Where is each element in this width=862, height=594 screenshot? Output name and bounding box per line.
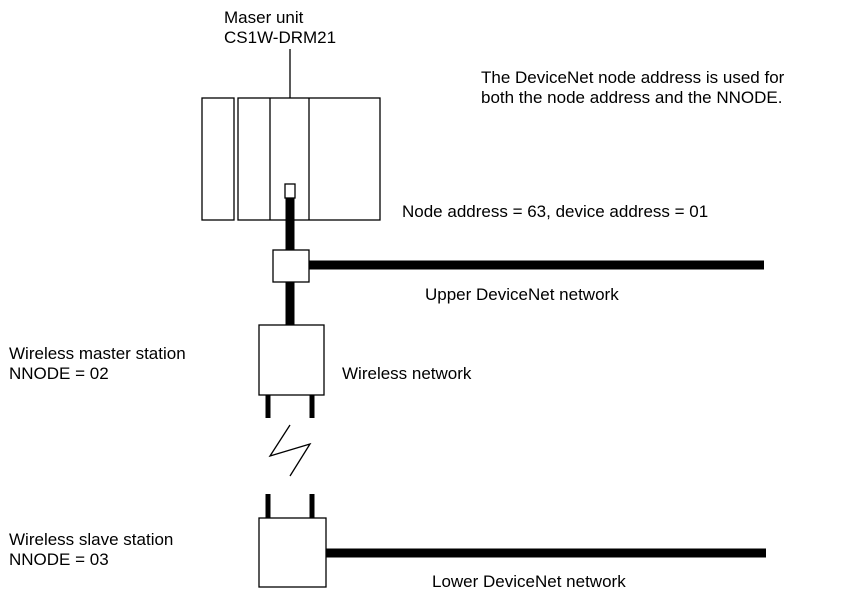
master-unit-label-line1: Maser unit xyxy=(224,8,304,27)
lower-network-label: Lower DeviceNet network xyxy=(432,572,626,591)
wireless-master-box xyxy=(258,324,325,396)
wireless-slave-box xyxy=(258,517,327,588)
master-unit-label: Maser unit CS1W-DRM21 xyxy=(224,8,336,48)
master-unit-label-line2: CS1W-DRM21 xyxy=(224,28,337,47)
wireless-network-label: Wireless network xyxy=(342,364,472,383)
master-unit-port xyxy=(284,183,296,199)
wireless-slave-label-line1: Wireless slave station xyxy=(9,530,174,549)
note-line2: both the node address and the NNODE. xyxy=(481,88,783,107)
wireless-slave-label-line2: NNODE = 03 xyxy=(9,550,109,569)
master-unit-rack xyxy=(201,97,381,221)
node-address-label: Node address = 63, device address = 01 xyxy=(402,202,709,221)
note-text: The DeviceNet node address is used for b… xyxy=(481,68,784,108)
wireless-master-label-line1: Wireless master station xyxy=(9,344,186,363)
wireless-master-label: Wireless master station NNODE = 02 xyxy=(9,344,186,384)
note-line1: The DeviceNet node address is used for xyxy=(481,68,785,87)
wireless-slave-label: Wireless slave station NNODE = 03 xyxy=(9,530,173,570)
wireless-master-label-line2: NNODE = 02 xyxy=(9,364,109,383)
wireless-link-icon xyxy=(268,424,312,477)
t-branch-tap xyxy=(272,249,310,283)
upper-network-label: Upper DeviceNet network xyxy=(425,285,619,304)
